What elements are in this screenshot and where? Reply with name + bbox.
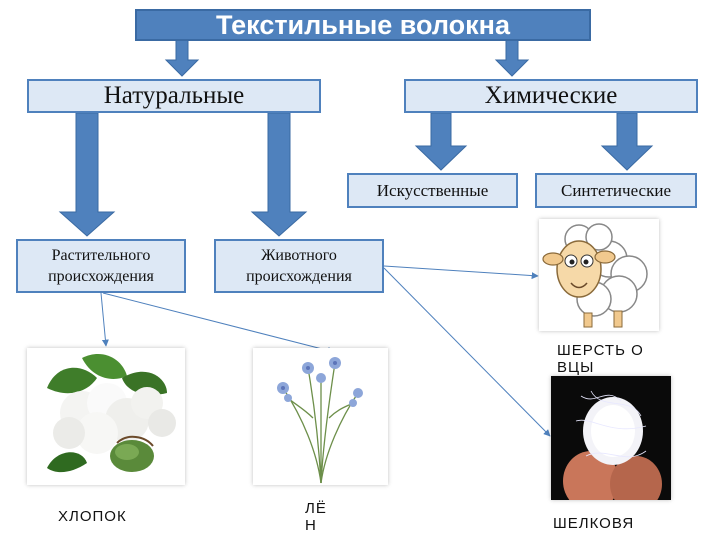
line-animal-to-wool <box>383 265 539 280</box>
line-plant-to-cotton <box>100 292 109 347</box>
plant-origin-label: Растительного происхождения <box>48 247 154 285</box>
chemical-fibers-label: Химические <box>484 82 618 109</box>
sheep-image <box>539 219 659 331</box>
arrow-natural-to-animal <box>250 112 308 237</box>
chemical-fibers-box: Химические <box>404 79 698 113</box>
cotton-image <box>27 348 185 485</box>
wool-caption: ШЕРСТЬ ОВЦЫ <box>557 342 644 376</box>
arrow-natural-to-plant <box>58 112 116 237</box>
flax-caption: ЛЁН <box>305 500 327 534</box>
natural-fibers-label: Натуральные <box>103 82 245 109</box>
arrow-chemical-to-artificial <box>414 112 468 171</box>
synthetic-fibers-label: Синтетические <box>560 180 671 200</box>
line-plant-to-flax <box>102 292 335 354</box>
cotton-caption: ХЛОПОК <box>58 508 127 525</box>
animal-origin-label: Животного происхождения <box>246 247 352 285</box>
flax-image <box>253 348 388 485</box>
arrow-title-to-chemical <box>494 38 530 77</box>
artificial-fibers-label: Искусственные <box>376 180 489 200</box>
plant-origin-box: Растительного происхождения <box>16 239 186 293</box>
silk-caption: ШЕЛКОВЯ <box>553 515 635 532</box>
animal-origin-box: Животного происхождения <box>214 239 384 293</box>
synthetic-fibers-box: Синтетические <box>535 173 697 208</box>
arrow-chemical-to-synthetic <box>600 112 654 171</box>
silk-cocoon-image <box>551 376 671 500</box>
arrow-title-to-natural <box>164 38 200 77</box>
natural-fibers-box: Натуральные <box>27 79 321 113</box>
artificial-fibers-box: Искусственные <box>347 173 518 208</box>
diagram-title: Текстильные волокна <box>216 9 510 40</box>
title-box: Текстильные волокна <box>135 9 591 41</box>
line-animal-to-silk <box>383 267 551 437</box>
